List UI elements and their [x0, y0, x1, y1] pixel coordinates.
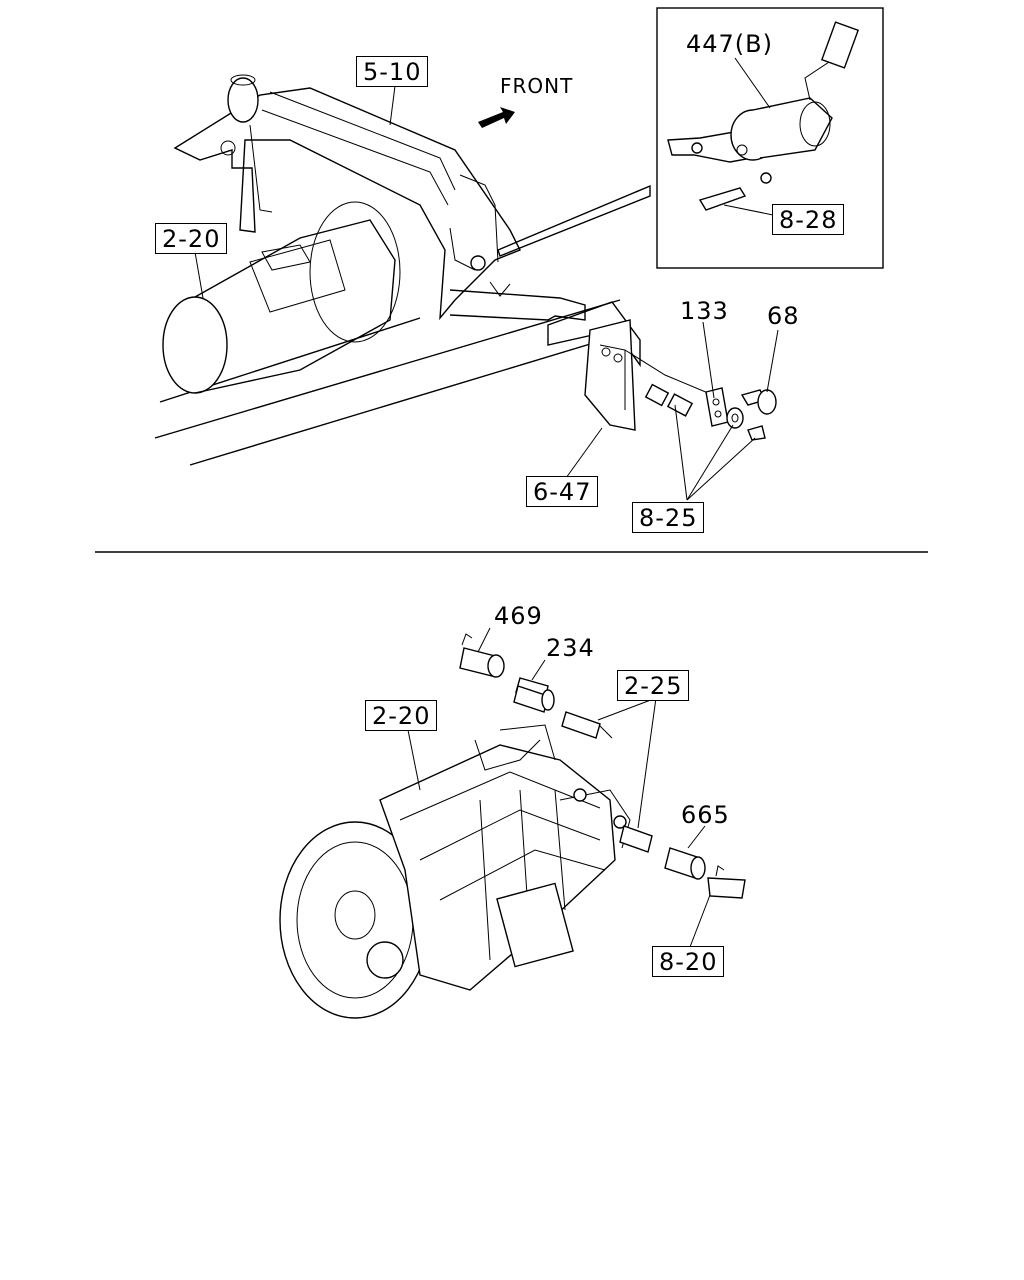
switch-234-drawing: [513, 677, 555, 713]
leader-lines-bottom: [407, 627, 711, 948]
callout-447b: 447(B): [686, 30, 773, 58]
callout-8-25: 8-25: [632, 502, 705, 533]
bracket-8-20-drawing: [707, 865, 746, 899]
callout-6-47: 6-47: [526, 476, 599, 507]
callout-8-28: 8-28: [772, 204, 845, 235]
callout-5-10: 5-10: [356, 56, 429, 87]
sensor-447b-drawing: [667, 21, 860, 211]
callout-469: 469: [494, 602, 543, 630]
transmission-drawing: [279, 724, 631, 1019]
detail-inset-frame: [656, 7, 884, 269]
callout-2-20-bottom: 2-20: [365, 700, 438, 731]
callout-133: 133: [680, 297, 729, 325]
callout-8-20: 8-20: [652, 946, 725, 977]
switch-665-drawing: [664, 847, 706, 880]
callout-68: 68: [767, 302, 800, 330]
callout-2-20-top: 2-20: [155, 223, 228, 254]
front-direction-label: FRONT: [500, 74, 574, 98]
front-arrow-icon: [478, 107, 515, 128]
callout-2-25: 2-25: [617, 670, 690, 701]
leader-lines-top: [194, 57, 779, 501]
sensor-2-25-drawing: [561, 711, 653, 853]
callout-665: 665: [681, 801, 730, 829]
callout-234: 234: [546, 634, 595, 662]
switch-133-68-drawing: [624, 349, 777, 441]
sensor-469-drawing: [459, 633, 505, 678]
bracket-6-47-drawing: [547, 301, 641, 431]
frame-assembly-drawing: [154, 74, 651, 466]
